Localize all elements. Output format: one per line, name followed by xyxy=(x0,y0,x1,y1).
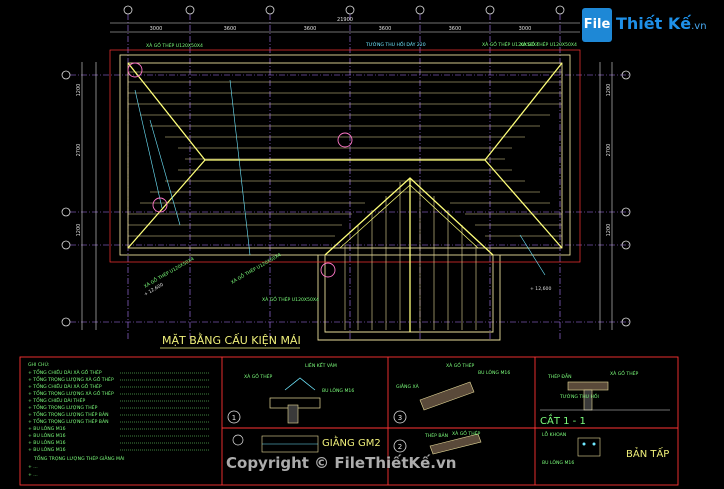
top-dim-2: 3600 xyxy=(224,26,237,32)
note-3: + TỔNG CHIỀU DÀI XÀ GỒ THÉP xyxy=(28,381,102,390)
notes-total-title: TỔNG TRỌNG LƯỢNG THÉP GIẰNG MÁI xyxy=(33,454,124,462)
note-10: + BU LÔNG M16 xyxy=(28,432,66,439)
copyright-watermark: Copyright © FileThiếtKế.vn xyxy=(226,454,457,472)
left-dim-2: 2700 xyxy=(76,144,82,157)
detail-3-label-3: BU LÔNG M16 xyxy=(478,369,510,376)
callout-2: TƯỜNG THU HỒI DÀY 220 xyxy=(365,39,426,48)
detail-1-label-2: XÀ GỒ THÉP xyxy=(244,371,273,380)
detail-mark-3-text: 3 xyxy=(398,414,402,422)
callout-7: XÀ GỒ THÉP U120X50X4 xyxy=(262,294,319,303)
callout-tag-2: + 12,600 xyxy=(530,286,551,292)
bracing-lines xyxy=(134,79,546,276)
gm2-title: GIẰNG GM2 xyxy=(322,435,381,449)
notes-title: GHI CHÚ: xyxy=(28,361,50,368)
note-9: + BU LÔNG M16 xyxy=(28,425,66,432)
ring-markers xyxy=(127,62,353,278)
note-6: + TỔNG TRỌNG LƯỢNG THÉP xyxy=(28,403,98,411)
section-1-1: THÉP ĐẪN TƯỜNG THU HỒI XÀ GỒ THÉP CẮT 1 … xyxy=(540,368,670,427)
dimension-text: 21900 3000 3600 3600 3600 3600 3000 1200… xyxy=(76,17,612,236)
section-label-3: XÀ GỒ THÉP xyxy=(610,368,639,377)
axis-bubbles xyxy=(61,5,631,327)
logo-icon: File xyxy=(582,8,612,42)
wing-purlins xyxy=(344,182,477,330)
right-dim-2: 2700 xyxy=(606,144,612,157)
detail-2: 2 THÉP BẢN XÀ GỒ THÉP xyxy=(393,428,482,455)
ban-tap-title: BẢN TẤP xyxy=(626,446,669,460)
top-dim-1: 3000 xyxy=(150,26,163,32)
overall-dim: 21900 xyxy=(337,17,353,23)
callout-3: XÀ GỒ THÉP U120X50X4 xyxy=(482,39,539,48)
callout-5: XÀ GỒ THÉP U120X50X4 xyxy=(142,253,196,289)
detail-mark-1 xyxy=(227,410,241,424)
detail-2-label-1: THÉP BẢN xyxy=(424,431,448,439)
note-12: + BU LÔNG M16 xyxy=(28,446,66,453)
note-2: + TỔNG TRỌNG LƯỢNG XÀ GỒ THÉP xyxy=(28,374,114,383)
dimension-lines xyxy=(81,22,613,330)
brand-logo[interactable]: File Thiết Kế.vn xyxy=(582,6,720,46)
notes-dots xyxy=(120,372,210,451)
detail-1: 1 LIÊN KẾT VÁM XÀ GỒ THÉP BU LÔNG M16 xyxy=(227,361,354,424)
note-11: + BU LÔNG M16 xyxy=(28,439,66,446)
plan-callouts: XÀ GỒ THÉP U120X50X4 TƯỜNG THU HỒI DÀY 2… xyxy=(142,39,578,303)
left-dim-3: 1200 xyxy=(76,224,82,237)
left-dim-1: 1200 xyxy=(76,84,82,97)
note-4: + TỔNG TRỌNG LƯỢNG XÀ GỒ THÉP xyxy=(28,388,114,397)
section-label-2: TƯỜNG THU HỒI xyxy=(559,391,599,400)
detail-mark-2 xyxy=(393,439,407,453)
detail-mark-3 xyxy=(393,410,407,424)
purlins-horizontal xyxy=(128,71,562,237)
logo-text: Thiết Kế.vn xyxy=(616,14,707,33)
note-1: + TỔNG CHIỀU DÀI XÀ GỒ THÉP xyxy=(28,367,102,376)
detail-table-frame xyxy=(19,356,679,486)
detail-2-label-2: XÀ GỒ THÉP xyxy=(452,428,481,437)
top-dim-4: 3600 xyxy=(379,26,392,32)
notes-block: GHI CHÚ: + TỔNG CHIỀU DÀI XÀ GỒ THÉP + T… xyxy=(28,361,124,478)
top-dim-3: 3600 xyxy=(304,26,317,32)
logo-name: Thiết Kế xyxy=(616,14,692,33)
detail-1-label-3: BU LÔNG M16 xyxy=(322,387,354,394)
logo-tld: .vn xyxy=(691,21,707,32)
note-5: + TỔNG CHIỀU DÀI THÉP xyxy=(28,396,86,404)
ban-tap-label-2: BU LÔNG M16 xyxy=(542,459,574,466)
top-dim-5: 3600 xyxy=(449,26,462,32)
plan-title: MẶT BẰNG CẤU KIỆN MÁI xyxy=(162,333,301,347)
note-8: + TỔNG TRỌNG LƯỢNG THÉP BẢN xyxy=(28,417,109,425)
top-dim-6: 3000 xyxy=(519,26,532,32)
axis-grid xyxy=(70,14,630,340)
callout-4: XÀ GỒ THÉP U120X50X4 xyxy=(520,39,577,48)
detail-3: 3 XÀ GỒ THÉP GIẰNG XÀ BU LÔNG M16 xyxy=(393,360,510,424)
right-dim-3: 1200 xyxy=(606,224,612,237)
detail-1-label-1: LIÊN KẾT VÁM xyxy=(305,361,337,369)
detail-3-label-2: GIẰNG XÀ xyxy=(396,382,420,390)
section-label-1: THÉP ĐẪN xyxy=(547,372,572,380)
ban-tap: LỖ KHOAN BU LÔNG M16 BẢN TẤP xyxy=(542,430,669,466)
callout-1: XÀ GỒ THÉP U120X50X4 xyxy=(146,40,203,49)
detail-3-label-1: XÀ GỒ THÉP xyxy=(446,360,475,369)
detail-mark-2-text: 2 xyxy=(398,443,402,451)
detail-gm2: GIẰNG GM2 xyxy=(232,434,381,453)
section-title: CẮT 1 - 1 xyxy=(540,413,586,427)
note-7: + TỔNG TRỌNG LƯỢNG THÉP BẢN xyxy=(28,410,109,418)
notes-total-2: + ... xyxy=(28,472,38,478)
notes-total-1: + ... xyxy=(28,464,38,470)
ban-tap-label-1: LỖ KHOAN xyxy=(542,430,566,438)
detail-mark-1-text: 1 xyxy=(232,414,236,422)
right-dim-1: 1200 xyxy=(606,84,612,97)
